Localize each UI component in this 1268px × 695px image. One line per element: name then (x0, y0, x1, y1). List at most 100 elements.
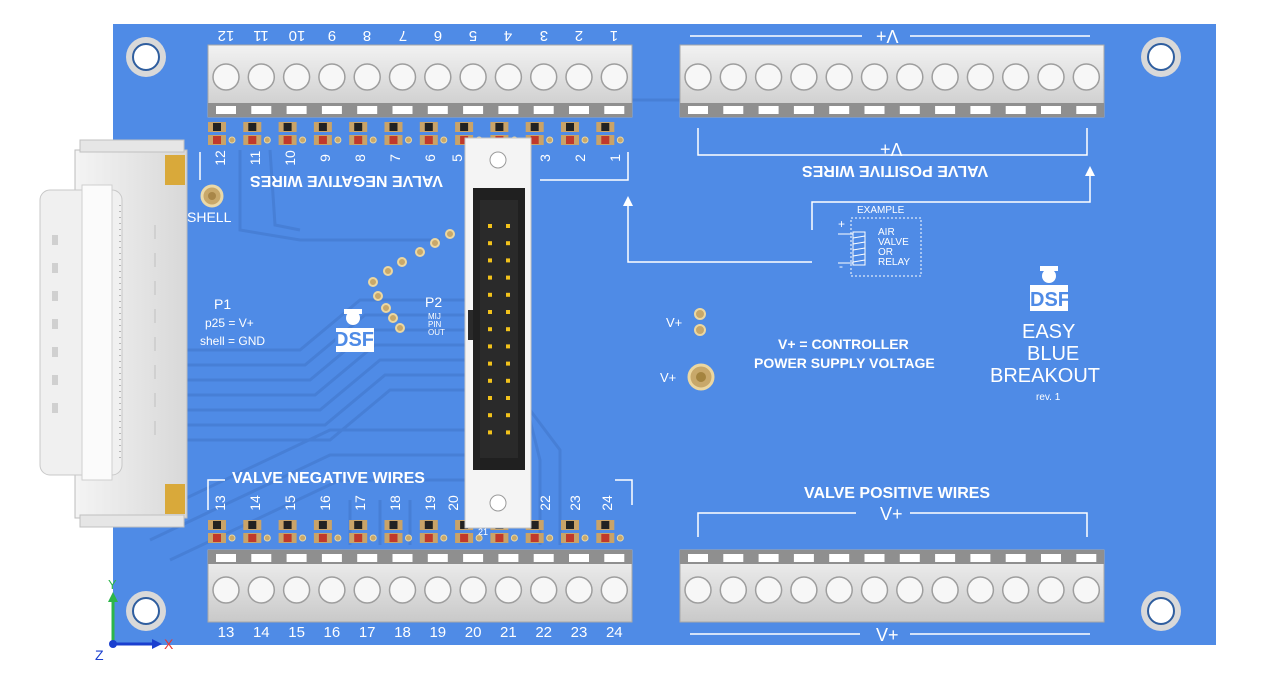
terminal-screw (719, 576, 748, 604)
p1-label: P1 (214, 296, 232, 312)
terminal-number: 6 (433, 27, 442, 44)
terminal-number: 7 (398, 27, 407, 44)
terminal-screw (212, 576, 240, 604)
board-title-line-2: BLUE (1027, 343, 1080, 365)
terminal-number: 9 (317, 154, 333, 162)
header-pin (488, 378, 492, 383)
terminal-screw (529, 63, 558, 91)
smd-part-body (248, 521, 257, 529)
terminal-number: 5 (449, 154, 465, 162)
terminal-number: 2 (572, 154, 588, 162)
terminal-block-bottom-right (679, 549, 1105, 623)
smd-led-body (424, 136, 433, 144)
example-title: EXAMPLE (857, 205, 905, 216)
terminal-slot (688, 554, 708, 562)
top-left-caption: VALVE NEGATIVE WIRES (250, 172, 443, 189)
p2-note-1: MIJ (428, 312, 441, 321)
smd-part-body (213, 521, 221, 529)
terminal-number: 14 (252, 624, 270, 641)
terminal-screw (825, 576, 853, 604)
header-pin (488, 344, 492, 349)
terminal-slot (216, 554, 236, 562)
example-line-3: OR (878, 247, 893, 258)
terminal-slot (498, 106, 519, 114)
header-pin (488, 361, 492, 366)
terminal-number: 17 (352, 495, 368, 511)
bottom-right-footer: V+ (876, 625, 899, 645)
terminal-slot (829, 554, 850, 562)
via-pad (475, 534, 483, 542)
terminal-number: 13 (217, 624, 235, 641)
terminal-number: 13 (212, 495, 228, 511)
terminal-slot (899, 554, 920, 562)
terminal-screw (1072, 576, 1101, 604)
terminal-number: 22 (537, 495, 553, 511)
smd-part-body (424, 521, 433, 529)
smd-part-body (495, 123, 504, 131)
terminal-number: 20 (464, 624, 482, 641)
vplus-big-pad (687, 363, 715, 391)
terminal-slot (427, 106, 448, 114)
via-pad (440, 534, 448, 542)
terminal-screw (684, 63, 712, 91)
terminal-screw (754, 63, 783, 91)
via-pad (405, 534, 412, 542)
arrowheads (623, 166, 1095, 206)
via-pad (616, 136, 624, 144)
smd-part-body (566, 123, 574, 131)
smd-part-body (389, 123, 398, 131)
header-pin (506, 224, 510, 228)
axis-x-label: X (164, 636, 174, 652)
terminal-number: 19 (429, 624, 447, 641)
vplus-small-pads (694, 308, 706, 336)
smd-part-body (318, 123, 327, 131)
p1-note-line-2: shell = GND (200, 334, 266, 348)
smd-part-body (283, 521, 292, 529)
smd-part-body (424, 123, 433, 131)
via-pad (299, 534, 307, 542)
terminal-number: 18 (394, 624, 411, 641)
terminal-slot (357, 554, 378, 562)
terminal-slot (970, 106, 991, 114)
smd-part-body (318, 521, 327, 529)
logo-text-right: DSF (1030, 289, 1070, 311)
via-pad (546, 534, 554, 542)
header-pin (506, 378, 510, 383)
terminal-number: 23 (567, 495, 583, 511)
terminal-slot (533, 106, 554, 114)
smd-part-body (248, 123, 257, 131)
mounting-hole-tr (1141, 37, 1181, 77)
terminal-slot (498, 554, 519, 562)
top-right-caption: VALVE POSITIVE WIRES (802, 162, 989, 179)
smd-led-body (248, 136, 257, 144)
terminal-slot (829, 106, 850, 114)
header-pin (488, 241, 492, 246)
example-plus: + (838, 217, 846, 231)
terminal-screw (719, 63, 748, 91)
logo-text-left: DSF (334, 329, 374, 351)
terminal-screw (565, 63, 593, 91)
smd-led-body (213, 136, 221, 144)
terminal-number: 8 (352, 154, 368, 162)
via-pad (334, 534, 342, 542)
terminal-number: 2 (574, 27, 584, 44)
smd-part-body (530, 123, 539, 131)
terminal-screw (318, 576, 346, 604)
terminal-number: 15 (282, 495, 298, 511)
terminal-number: 12 (217, 27, 235, 44)
terminal-number: 22 (535, 624, 553, 641)
silkscreen-lines (199, 35, 1091, 635)
smd-led-body (566, 136, 574, 144)
p2-note-2: PIN (428, 320, 442, 329)
terminal-slot (758, 554, 779, 562)
p1-note-line-1: p25 = V+ (205, 316, 254, 330)
p2-label: P2 (425, 294, 443, 310)
terminal-number: 11 (247, 150, 263, 166)
smd-led-body (460, 534, 469, 542)
terminal-number: 11 (253, 27, 270, 44)
terminal-screw (966, 576, 995, 604)
top-right-header: V+ (876, 26, 899, 46)
vplus-big-label: V+ (660, 370, 677, 385)
via-pad (405, 136, 412, 144)
